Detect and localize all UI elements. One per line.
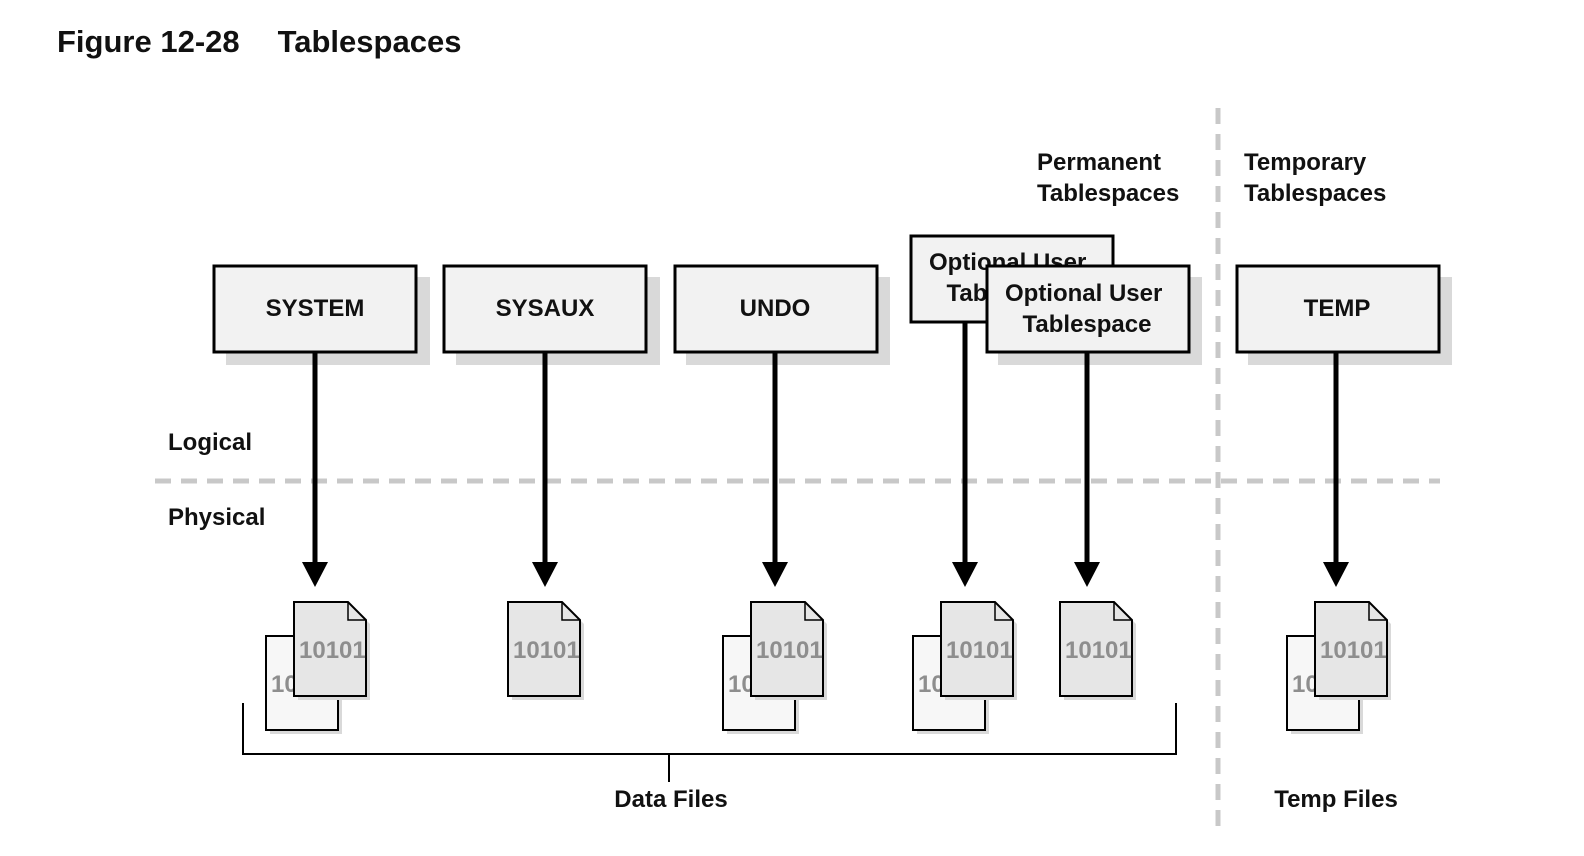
file-glyph-text: 10101 <box>1065 637 1132 664</box>
arrow-optional-user-front <box>1074 352 1100 587</box>
tablespace-box-sysaux: SYSAUX <box>442 264 660 365</box>
data-file-icon-optional-user-front: 10101 <box>1059 601 1136 700</box>
permanent-header-line-1: Permanent <box>1037 149 1161 176</box>
temporary-header-line-1: Temporary <box>1244 149 1367 176</box>
permanent-header-line-2: Tablespaces <box>1037 180 1179 207</box>
arrows <box>302 322 1349 587</box>
data-file-icon-optional-user-back: 10101 <box>940 601 1017 700</box>
tablespace-label-optional-user-front: Optional User Tablespace <box>1005 280 1169 338</box>
data-file-icon-undo: 10101 <box>750 601 827 700</box>
temporary-header-line-2: Tablespaces <box>1244 180 1386 207</box>
physical-label: Physical <box>168 504 265 531</box>
tablespace-label-sysaux: SYSAUX <box>496 295 595 322</box>
figure-number: Figure 12-28 <box>57 24 240 59</box>
file-glyph-text: 10101 <box>946 637 1013 664</box>
data-files-bracket <box>242 703 1177 782</box>
file-glyph-text: 10101 <box>756 637 823 664</box>
data-files-label: Data Files <box>614 786 727 813</box>
optional-user-front-line-2: Tablespace <box>1023 311 1152 338</box>
tablespace-label-undo: UNDO <box>740 295 811 322</box>
data-file-icon-temp: 10101 <box>1314 601 1391 700</box>
tablespace-box-undo: UNDO <box>673 264 890 365</box>
tablespace-box-optional-user-front: Optional User Tablespace <box>985 264 1202 365</box>
figure-title: Tablespaces <box>277 24 462 59</box>
file-glyph-text: 10101 <box>513 637 580 664</box>
tablespace-label-system: SYSTEM <box>266 295 365 322</box>
permanent-header: Permanent Tablespaces <box>1037 149 1179 207</box>
data-file-icon-sysaux: 10101 <box>507 601 584 700</box>
file-icons: 1010110101101011010110101101011010110101… <box>265 601 1391 734</box>
logical-label: Logical <box>168 429 252 456</box>
temp-files-label: Temp Files <box>1274 786 1398 813</box>
file-glyph-text: 10101 <box>1320 637 1387 664</box>
tablespace-label-temp: TEMP <box>1304 295 1371 322</box>
tablespace-box-temp: TEMP <box>1235 264 1452 365</box>
arrow-optional-user-back <box>952 322 978 587</box>
arrow-sysaux <box>532 352 558 587</box>
temporary-header: Temporary Tablespaces <box>1244 149 1386 207</box>
figure-caption: Figure 12-28 Tablespaces <box>57 24 461 60</box>
data-file-icon-system: 10101 <box>293 601 370 700</box>
tablespace-box-system: SYSTEM <box>212 264 430 365</box>
arrow-undo <box>762 352 788 587</box>
arrow-temp <box>1323 352 1349 587</box>
file-glyph-text: 10101 <box>299 637 366 664</box>
optional-user-front-line-1: Optional User <box>1005 280 1162 307</box>
arrow-system <box>302 352 328 587</box>
